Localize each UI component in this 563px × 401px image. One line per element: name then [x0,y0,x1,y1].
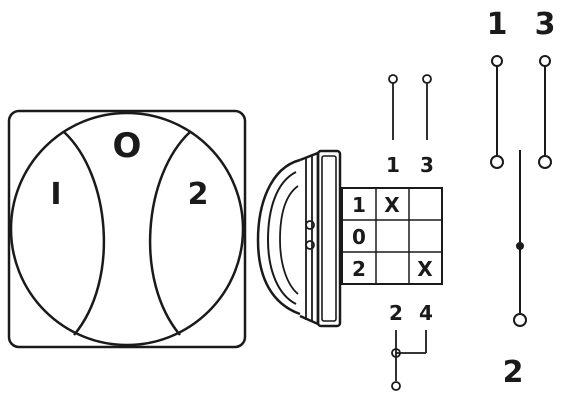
schematic-top-right-ring [539,55,551,67]
terminal-top-left-ring [388,74,398,84]
knob-grip-left [63,131,106,336]
terminal-bottom-ring [391,381,401,391]
switch-front-face: I O 2 [7,109,247,349]
terminal-bottom-junction [391,348,401,358]
body-box-inner [321,155,337,322]
screw-bottom [305,240,315,250]
terminal-label-3: 3 [420,153,434,177]
terminal-label-4: 4 [419,301,433,325]
face-label-top: O [113,126,142,166]
table-row-3-cell-2: X [417,257,433,281]
schematic-top-left-ring [491,55,503,67]
table-row-1-position: 1 [352,193,366,217]
terminal-top-right-ring [422,74,432,84]
schematic-label-3: 3 [535,7,556,42]
table-frame [341,187,443,285]
knob-dial [9,111,245,347]
schematic-contact-3 [538,155,552,169]
screw-top [305,220,315,230]
handle-inner-2 [279,185,299,295]
handle-inner [266,171,297,305]
switching-table: 1 X 0 2 X [341,187,443,285]
schematic-contact-2 [513,313,527,327]
changeover-schematic: 1 3 2 [487,7,556,390]
face-label-right: 2 [188,177,209,212]
table-row-1-cell-1: X [384,193,400,217]
switch-side-profile [256,149,342,328]
contact-terminals: 1 3 2 4 [386,74,434,391]
schematic-blade-pivot [516,242,524,250]
body-box [316,149,342,328]
schematic-label-2: 2 [503,355,524,390]
terminal-label-1: 1 [386,153,400,177]
table-row-2-position: 0 [352,225,366,249]
schematic-contact-1 [490,155,504,169]
face-plate [7,109,247,349]
knob-grip-right [148,131,191,336]
terminal-label-2: 2 [389,301,403,325]
handle-outer [256,158,301,316]
face-label-left: I [50,177,61,212]
schematic-label-1: 1 [487,7,508,42]
collar-outline [299,151,320,326]
table-row-3-position: 2 [352,257,366,281]
